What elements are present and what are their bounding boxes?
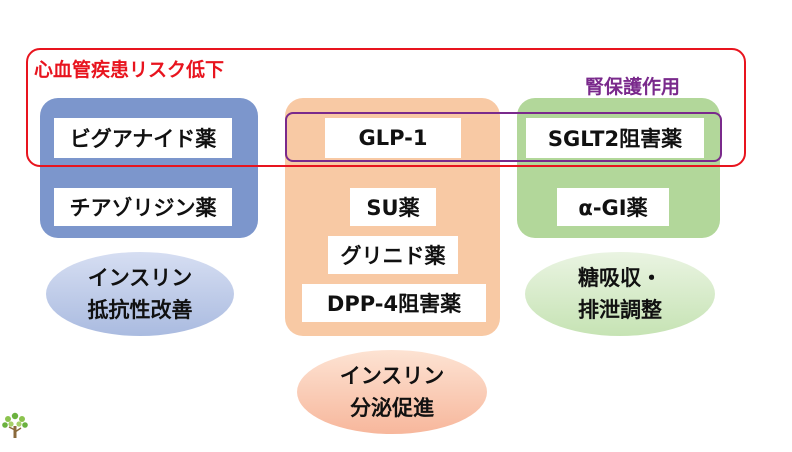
tree-logo (0, 408, 30, 448)
renal-protection-label: 腎保護作用 (585, 76, 681, 98)
effect-line: インスリン (339, 364, 445, 388)
drug-biguanide: ビグアナイド薬 (54, 118, 232, 158)
effect-line: インスリン (87, 266, 193, 290)
drug-sglt2: SGLT2阻害薬 (526, 118, 704, 158)
cv-risk-frame (26, 48, 746, 167)
effect-line: 糖吸収・ (578, 266, 662, 290)
drug-glinide: グリニド薬 (328, 236, 458, 274)
renal-protection-frame (285, 112, 722, 162)
effect-insulin-secretion: インスリン 分泌促進 (297, 350, 487, 434)
effect-glucose-absorption: 糖吸収・ 排泄調整 (525, 252, 715, 336)
effect-line: 分泌促進 (350, 396, 434, 420)
cv-risk-label: 心血管疾患リスク低下 (34, 59, 225, 81)
effect-insulin-resistance: インスリン 抵抗性改善 (46, 252, 234, 336)
effect-line: 排泄調整 (578, 298, 662, 322)
drug-dpp4: DPP-4阻害薬 (302, 284, 486, 322)
effect-line: 抵抗性改善 (87, 298, 193, 322)
drug-su: SU薬 (350, 188, 436, 226)
drug-alpha-gi: α-GI薬 (557, 188, 669, 226)
drug-glp1: GLP-1 (325, 118, 461, 158)
drug-thiazolidine: チアゾリジン薬 (54, 188, 232, 226)
